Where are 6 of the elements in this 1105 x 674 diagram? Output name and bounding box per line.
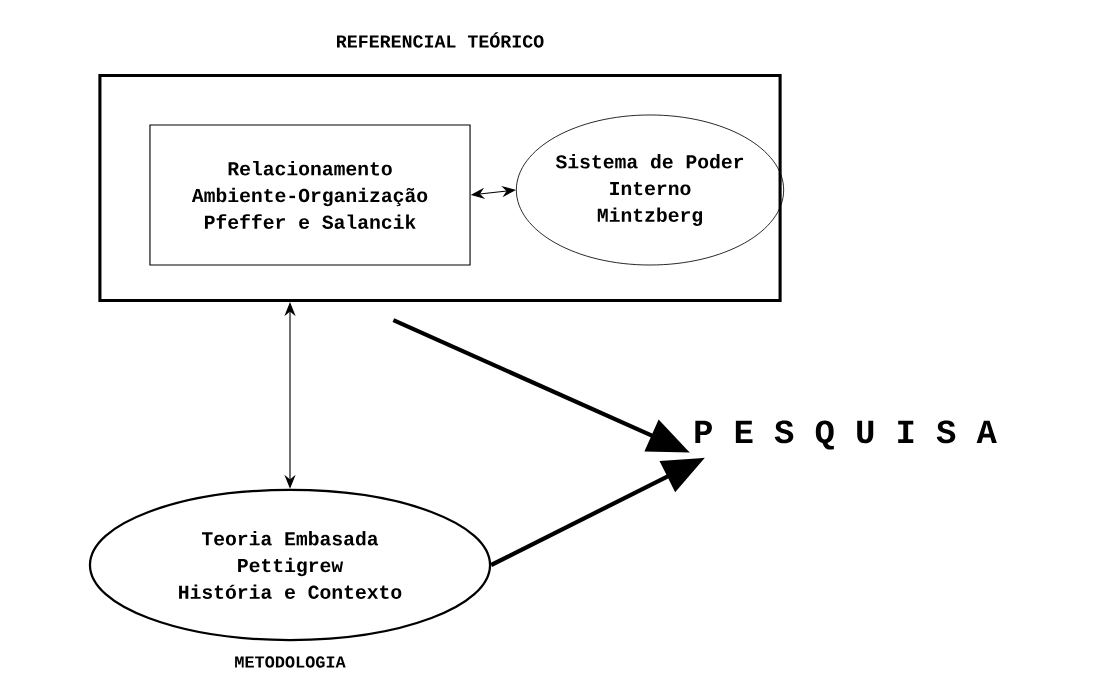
process-box: Relacionamento Ambiente-Organização Pfeffer e Salancik — [149, 124, 471, 266]
node-label: METODOLOGIA — [235, 656, 346, 668]
node-label: REFERENCIAL TEÓRICO — [337, 32, 544, 48]
ellipse-node: Teoria Embasada Pettigrew História e Contexto — [88, 488, 492, 642]
bare-text: P E S Q U I S A — [695, 420, 997, 450]
ellipse-node: Sistema de Poder Interno Mintzberg — [515, 114, 785, 266]
